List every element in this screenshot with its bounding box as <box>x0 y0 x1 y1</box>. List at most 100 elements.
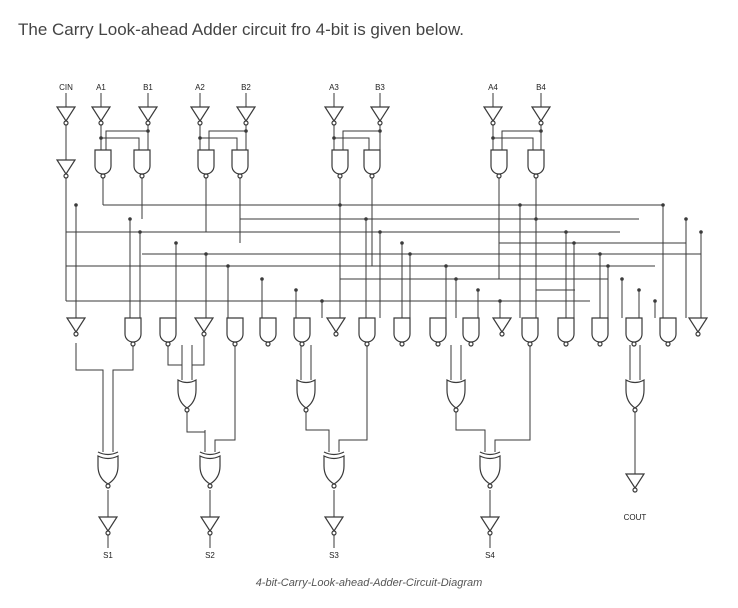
output-buffer-s4-bubble <box>487 530 493 536</box>
junction-dot <box>174 241 178 245</box>
junction-dot <box>408 252 412 256</box>
sum-xnor-4-xbar <box>479 451 501 456</box>
output-label-cout: COUT <box>624 513 647 522</box>
input-label-b3: B3 <box>375 83 385 92</box>
input-buffer-a1 <box>90 106 112 123</box>
junction-dot <box>260 277 264 281</box>
wire <box>305 412 330 452</box>
junction-dot <box>699 230 703 234</box>
wire <box>105 130 148 150</box>
stage2-inverter-19-bubble <box>695 331 701 337</box>
carry-nor-1 <box>177 378 197 409</box>
input-buffer-cin <box>55 106 77 123</box>
junction-dot <box>99 136 103 140</box>
wire <box>338 345 368 452</box>
input-label-a4: A4 <box>488 83 498 92</box>
junction-dot <box>204 252 208 256</box>
stage2-nand-5-bubble <box>232 341 238 347</box>
wire <box>493 137 534 150</box>
input-buffer-b4-bubble <box>538 120 544 126</box>
output-label-s4: S4 <box>485 551 495 560</box>
wire <box>342 130 380 150</box>
output-buffer-s2 <box>199 516 221 533</box>
wire <box>200 137 238 150</box>
junction-dot <box>476 288 480 292</box>
output-buffer-s3 <box>323 516 345 533</box>
stage2-nand-7 <box>293 317 311 343</box>
stage2-nand-18 <box>659 317 677 343</box>
junction-dot <box>444 264 448 268</box>
input-buffer-a2-bubble <box>197 120 203 126</box>
stage2-inverter-4-bubble <box>201 331 207 337</box>
junction-dot <box>244 129 248 133</box>
junction-dot <box>491 136 495 140</box>
wire <box>334 137 370 150</box>
wire <box>75 343 104 452</box>
input-buffer-a3-bubble <box>331 120 337 126</box>
input-label-b2: B2 <box>241 83 251 92</box>
carry-nor-3 <box>446 378 466 409</box>
generate-gate-1-bubble <box>139 173 145 179</box>
stage2-inverter-1 <box>65 317 87 334</box>
sum-xnor-1-xbar <box>97 451 119 456</box>
stage2-nand-14 <box>521 317 539 343</box>
circuit-wires <box>65 93 702 548</box>
stage2-nand-15-bubble <box>563 341 569 347</box>
stage2-nand-10 <box>393 317 411 343</box>
sum-xnor-2 <box>199 455 221 485</box>
input-label-a2: A2 <box>195 83 205 92</box>
input-buffer-b2 <box>235 106 257 123</box>
stage2-nand-2-bubble <box>130 341 136 347</box>
input-buffer-a4-bubble <box>490 120 496 126</box>
output-buffer-s1 <box>97 516 119 533</box>
output-buffer-s1-bubble <box>105 530 111 536</box>
junction-dot <box>378 230 382 234</box>
carry-in-inverter <box>55 159 77 176</box>
wire <box>214 345 236 452</box>
junction-dot <box>620 277 624 281</box>
input-label-a3: A3 <box>329 83 339 92</box>
propagate-gate-2 <box>197 149 215 175</box>
carry-nor-4-bubble <box>632 407 638 413</box>
input-buffer-a4 <box>482 106 504 123</box>
junction-dot <box>146 129 150 133</box>
junction-dot <box>198 136 202 140</box>
carry-in-inverter-bubble <box>63 173 69 179</box>
diagram-caption: 4-bit-Carry-Look-ahead-Adder-Circuit-Dia… <box>255 577 483 589</box>
junction-dot <box>454 277 458 281</box>
stage2-nand-2 <box>124 317 142 343</box>
junction-dot <box>539 129 543 133</box>
junction-dot <box>364 217 368 221</box>
output-label-s1: S1 <box>103 551 113 560</box>
junction-dot <box>661 203 665 207</box>
propagate-gate-1-bubble <box>100 173 106 179</box>
stage2-inverter-4 <box>193 317 215 334</box>
stage2-nand-5 <box>226 317 244 343</box>
junction-dot <box>684 217 688 221</box>
sum-xnor-1 <box>97 455 119 485</box>
intro-text: The Carry Look-ahead Adder circuit fro 4… <box>18 20 465 39</box>
junction-dot <box>400 241 404 245</box>
stage2-nand-3 <box>159 317 177 343</box>
stage2-nand-12 <box>462 317 480 343</box>
stage2-nand-16-bubble <box>597 341 603 347</box>
generate-gate-1 <box>133 149 151 175</box>
sum-xnor-2-bubble <box>207 483 213 489</box>
output-label-s3: S3 <box>329 551 339 560</box>
stage2-inverter-19 <box>687 317 709 334</box>
stage2-nand-6 <box>259 317 277 343</box>
input-buffer-a2 <box>189 106 211 123</box>
input-buffer-b3 <box>369 106 391 123</box>
junction-dot <box>498 299 502 303</box>
output-buffer-s4 <box>479 516 501 533</box>
stage2-nand-6-bubble <box>265 341 271 347</box>
carry-nor-2 <box>296 378 316 409</box>
generate-gate-4-bubble <box>533 173 539 179</box>
stage2-nand-15 <box>557 317 575 343</box>
wire-junctions <box>74 129 703 303</box>
junction-dot <box>128 217 132 221</box>
junction-dot <box>294 288 298 292</box>
carry-nor-3-bubble <box>453 407 459 413</box>
input-label-cin: CIN <box>59 83 73 92</box>
stage2-nand-17-bubble <box>631 341 637 347</box>
